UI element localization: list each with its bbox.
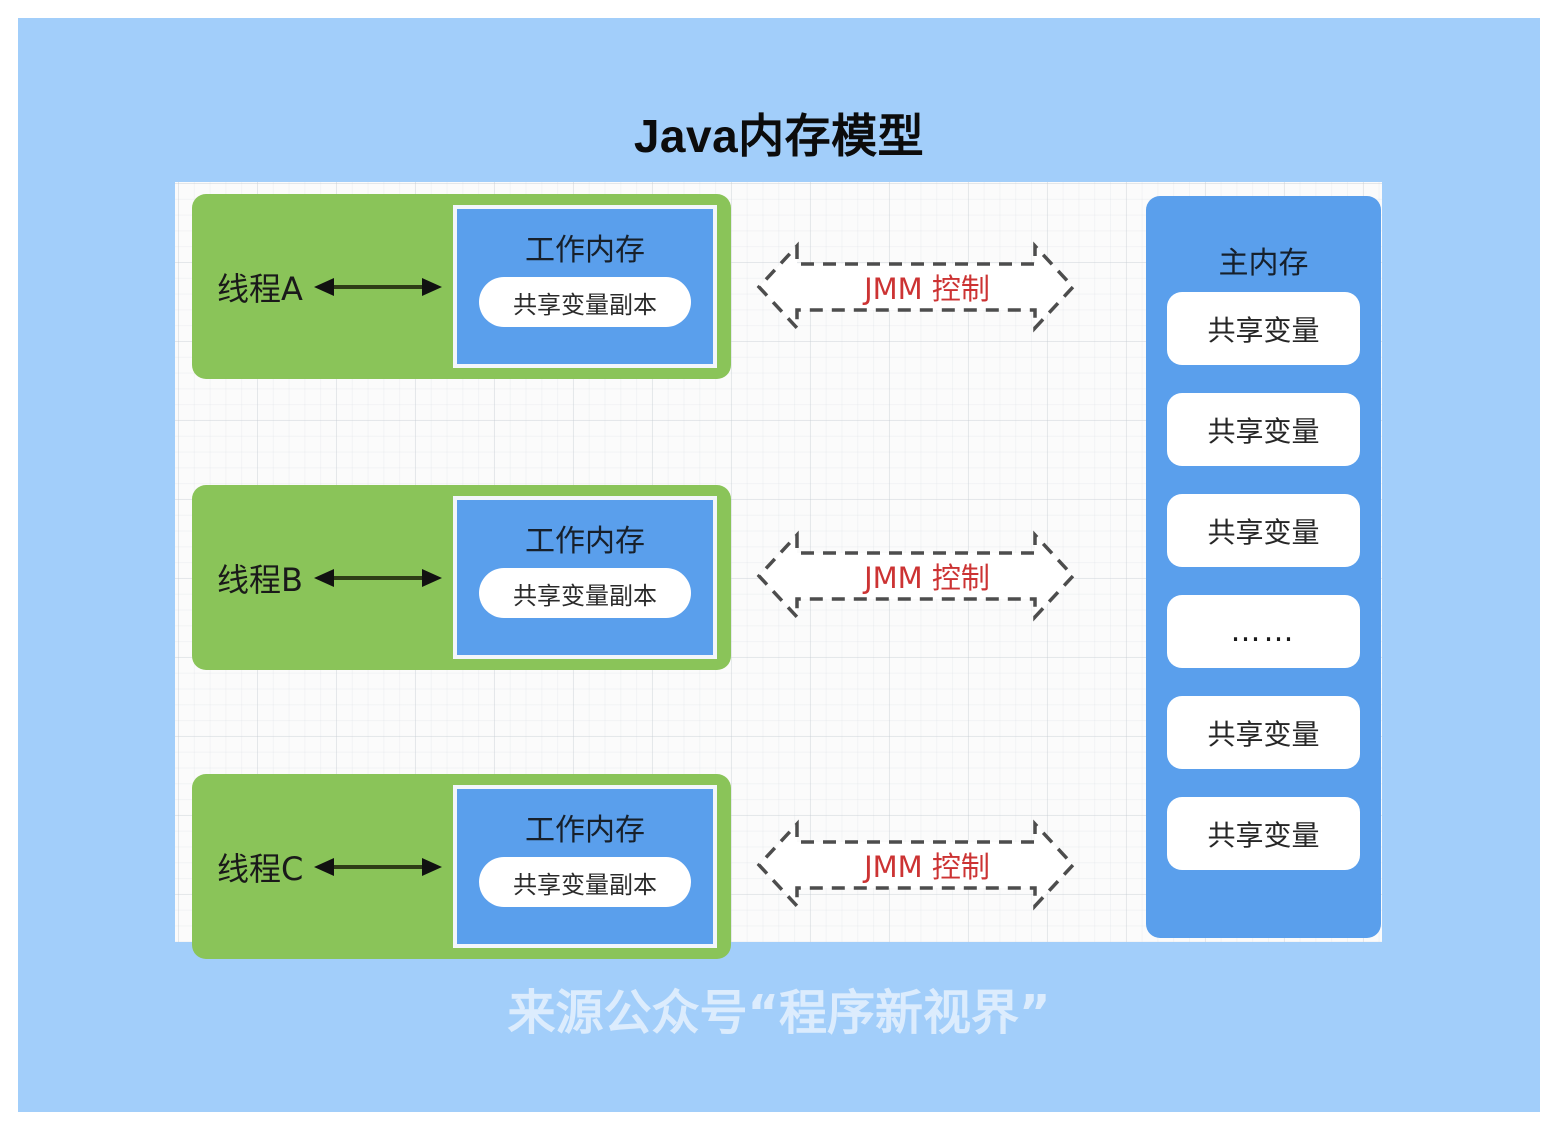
working-memory-box: 工作内存 共享变量副本 — [453, 496, 717, 659]
thread-box: 线程A 工作内存 共享变量副本 — [192, 194, 731, 379]
dashed-double-arrow-icon — [756, 530, 1076, 622]
thread-label: 线程C — [217, 849, 304, 888]
thread-box: 线程B 工作内存 共享变量副本 — [192, 485, 731, 670]
shared-variable-copy: 共享变量副本 — [479, 857, 691, 907]
shared-variable-ellipsis-item: …… — [1167, 595, 1360, 668]
shared-variable-item: 共享变量 — [1167, 292, 1360, 365]
working-memory-title: 工作内存 — [525, 233, 645, 268]
diagram-canvas: 线程A 工作内存 共享变量副本 JMM 控制 线程B — [175, 182, 1382, 959]
shared-variable-copy: 共享变量副本 — [479, 277, 691, 327]
shared-variable-item: 共享变量 — [1167, 494, 1360, 567]
jmm-control-label: JMM 控制 — [864, 561, 990, 595]
main-memory-box: 主内存 共享变量 共享变量 共享变量 …… 共享变量 共享变量 — [1146, 196, 1381, 938]
thread-box: 线程C 工作内存 共享变量副本 — [192, 774, 731, 959]
shared-variable-copy: 共享变量副本 — [479, 568, 691, 618]
dashed-double-arrow-icon — [756, 241, 1076, 333]
jmm-control-arrow: JMM 控制 — [751, 523, 1081, 629]
working-memory-box: 工作内存 共享变量副本 — [453, 785, 717, 948]
jmm-control-label: JMM 控制 — [864, 850, 990, 884]
working-memory-box: 工作内存 共享变量副本 — [453, 205, 717, 368]
main-memory-variable-list: 共享变量 共享变量 共享变量 …… 共享变量 共享变量 — [1167, 292, 1360, 898]
double-headed-arrow-icon — [314, 566, 442, 590]
main-memory-title: 主内存 — [1218, 246, 1309, 281]
page-title: Java内存模型 — [633, 110, 925, 162]
thread-label: 线程A — [217, 269, 303, 308]
working-memory-title: 工作内存 — [525, 813, 645, 848]
thread-label: 线程B — [217, 560, 303, 599]
slide: Java内存模型 线程A 工作内存 共享变量副本 JMM 控制 — [18, 18, 1540, 1112]
working-memory-title: 工作内存 — [525, 524, 645, 559]
jmm-control-arrow: JMM 控制 — [751, 812, 1081, 918]
jmm-control-arrow: JMM 控制 — [751, 234, 1081, 340]
shared-variable-item: 共享变量 — [1167, 797, 1360, 870]
double-headed-arrow-icon — [314, 275, 442, 299]
watermark: 来源公众号“程序新视界” — [507, 985, 1051, 1041]
dashed-double-arrow-icon — [756, 819, 1076, 911]
double-headed-arrow-icon — [314, 855, 442, 879]
shared-variable-item: 共享变量 — [1167, 393, 1360, 466]
jmm-control-label: JMM 控制 — [864, 272, 990, 306]
shared-variable-item: 共享变量 — [1167, 696, 1360, 769]
